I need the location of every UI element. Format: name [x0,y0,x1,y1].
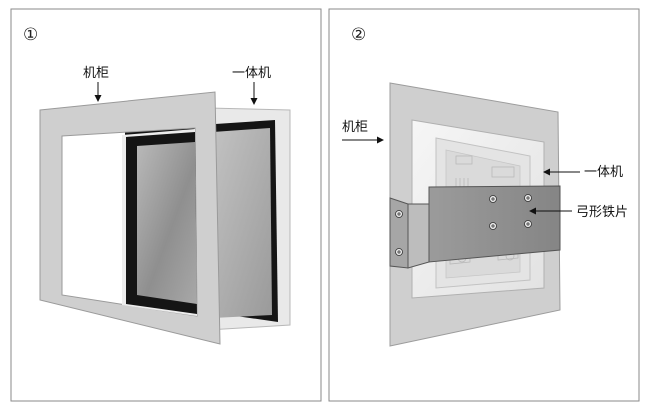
device-screen-right [213,128,272,318]
screw [524,220,532,228]
all-in-one-label-2: 一体机 [584,165,623,180]
bracket-left-side [407,203,430,269]
step-1-number: ① [23,25,38,45]
bracket-left-tab [389,197,409,269]
panel-step-2: ② [328,8,640,402]
step-2-number: ② [351,25,366,45]
bracket-label: 弓形铁片 [576,205,628,220]
screw [489,222,497,230]
panel-step-1: ① 机柜 一体机 [10,8,322,402]
bracket-screws [395,194,532,256]
cabinet-label: 机柜 [83,66,109,81]
all-in-one-label: 一体机 [232,66,271,81]
bow-bracket [389,185,561,269]
all-in-one-device [125,107,291,331]
screw [395,248,403,256]
screw [489,195,497,203]
screw [395,210,403,218]
device-screen-left [137,142,197,304]
device-front-through-cutout [122,129,197,316]
screw [524,194,532,202]
cabinet-label-2: 机柜 [342,120,368,135]
